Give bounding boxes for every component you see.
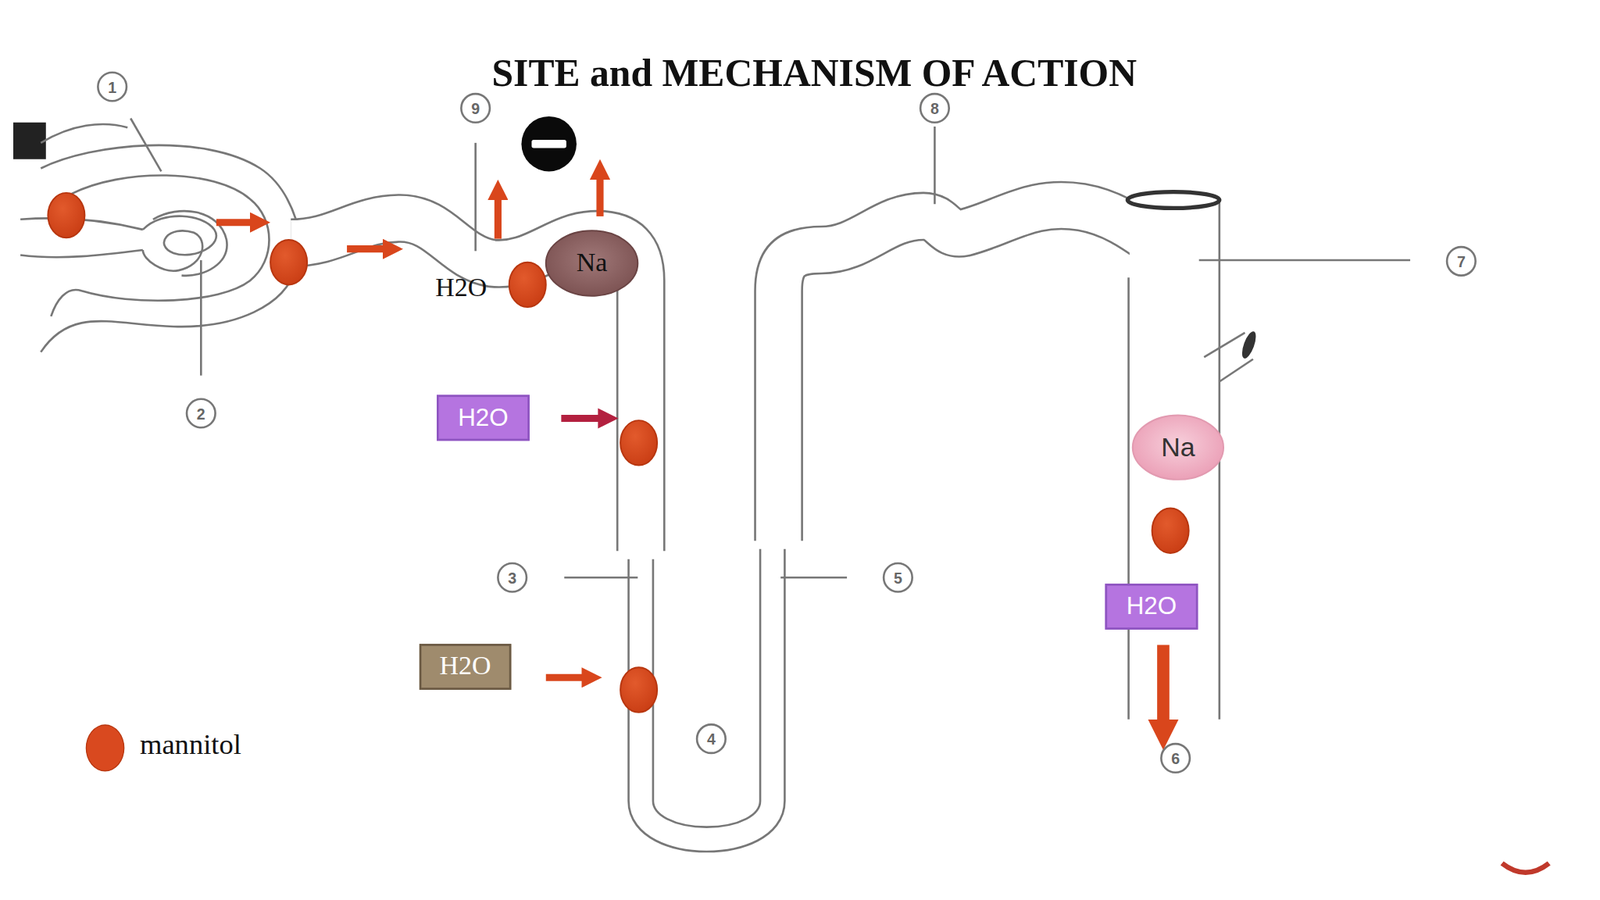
callout-number: 8 (919, 92, 950, 124)
inhibition-bar (531, 139, 566, 148)
duct-opening (1127, 192, 1220, 209)
node-text: Na (1160, 432, 1195, 462)
capsule-wall (50, 175, 269, 316)
reabsorption-arrow (494, 189, 502, 240)
callout-number: 3 (496, 562, 528, 593)
side-duct-opening (1239, 329, 1259, 361)
mannitol-dot (620, 667, 658, 712)
leader-line (933, 126, 936, 204)
tubule-walls (290, 205, 1174, 840)
arteriole-line (20, 250, 143, 258)
water-label: H2O (410, 270, 513, 305)
water-box: H2O (436, 394, 530, 441)
callout-number: 6 (1160, 742, 1191, 774)
sodium-ellipse: Na (544, 229, 639, 297)
leader-line (130, 118, 161, 172)
glomerulus-tuft (153, 210, 228, 276)
glomerulus-tuft (142, 216, 217, 272)
flow-arrow (346, 245, 393, 253)
side-duct (1219, 359, 1254, 383)
reabsorption-arrow (596, 169, 604, 217)
inhibition-symbol (521, 116, 577, 172)
flow-arrow (216, 218, 261, 226)
thin-loop (640, 535, 772, 840)
sodium-ellipse: Na (1131, 414, 1225, 481)
mannitol-dots (47, 192, 1189, 713)
leader-line (474, 142, 477, 251)
capsule-wall (40, 267, 297, 352)
arteriole-line (40, 124, 128, 143)
water-box: H2O (1105, 583, 1199, 630)
leader-line (780, 576, 847, 579)
legend-text: mannitol (139, 727, 242, 762)
tubule-lumen (290, 205, 1174, 840)
callout-number: 2 (185, 397, 217, 429)
node-text: H2O (457, 404, 508, 432)
corner-mark (1502, 863, 1550, 873)
mannitol-dot (620, 420, 658, 465)
callout-number: 4 (696, 723, 727, 754)
leader-line (1199, 259, 1411, 262)
callout-number: 5 (882, 562, 914, 593)
ellipse-shape (1132, 415, 1224, 480)
leader-lines (130, 118, 1411, 579)
leader-line (200, 260, 203, 376)
page-title: SITE and MECHANISM OF ACTION (306, 49, 1323, 97)
duct-wall (1127, 277, 1130, 720)
water-arrow (546, 674, 593, 682)
mannitol-dot (270, 239, 308, 285)
node-text: H2O (439, 652, 492, 682)
legend-swatch (85, 724, 125, 772)
distal-lumen (778, 205, 1174, 550)
legend-entry: mannitol (81, 722, 347, 772)
water-box: H2O (419, 643, 512, 690)
node-text: H2O (1126, 592, 1177, 620)
side-duct (1203, 332, 1245, 358)
proximal-lumen (290, 218, 641, 560)
water-arrow (560, 414, 608, 422)
node-text: Na (576, 248, 608, 278)
inhibition-circle (521, 116, 577, 172)
leader-line (564, 576, 638, 579)
callout-number: 9 (460, 92, 491, 124)
callout-number: 7 (1446, 246, 1477, 277)
thin-lumen (640, 530, 772, 840)
edge-mark (13, 122, 47, 160)
urine-arrow (1157, 644, 1170, 735)
flow-arrows (216, 169, 1164, 736)
mannitol-dot (509, 262, 547, 308)
bowman-capsule (20, 124, 297, 353)
mannitol-dot (1152, 507, 1190, 553)
mannitol-dot (47, 192, 85, 238)
callout-number: 1 (96, 71, 128, 102)
collecting-duct (1128, 200, 1254, 720)
ellipse-shape (546, 230, 639, 297)
